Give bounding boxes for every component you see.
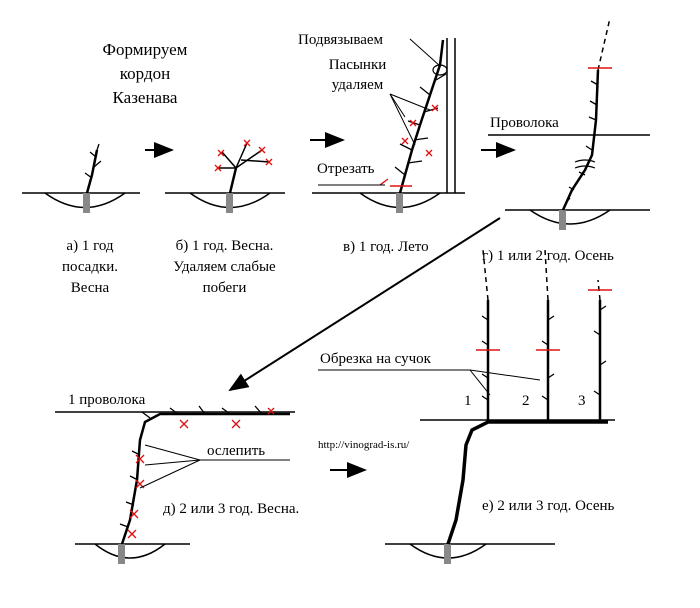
title-line-1: Формируем (102, 40, 188, 59)
label-blind: ослепить (207, 443, 266, 459)
label-spur-prune: Обрезка на сучок (320, 351, 431, 367)
label-cane-2: 2 (522, 393, 530, 409)
stage-v-summer (312, 38, 465, 213)
label-wire: Проволока (490, 115, 559, 131)
label-suckers-line-1: Пасынки (328, 57, 387, 73)
stage-d-spring (55, 405, 295, 564)
caption-b-line-2: Удаляем слабые (173, 259, 276, 275)
stage-b-spring (165, 139, 285, 213)
caption-e: е) 2 или 3 год. Осень (482, 498, 615, 514)
title-line-3: Казенава (112, 88, 178, 107)
label-suckers-line-2: удаляем (331, 77, 384, 93)
label-tie: Подвязываем (298, 32, 384, 48)
stage-e-autumn (318, 249, 615, 564)
stage-a-planting (22, 143, 140, 213)
caption-a-line-3: Весна (70, 280, 110, 296)
caption-a: а) 1 год посадки. Весна (35, 236, 145, 299)
label-cane-3: 3 (578, 393, 586, 409)
caption-d: д) 2 или 3 год. Весна. (163, 501, 300, 517)
caption-b-line-3: побеги (202, 280, 247, 296)
label-wire-1: 1 проволока (68, 392, 146, 408)
title: Формируем кордон Казенава (85, 38, 205, 110)
caption-b-line-1: б) 1 год. Весна. (175, 238, 274, 254)
label-cut: Отрезать (317, 161, 375, 177)
caption-v: в) 1 год. Лето (343, 239, 429, 255)
stage-g-autumn (488, 17, 650, 230)
title-line-2: кордон (119, 64, 171, 83)
caption-g: г) 1 или 2 год. Осень (482, 248, 614, 264)
label-suckers: Пасынки удаляем (310, 55, 405, 95)
source-url: http://vinograd-is.ru/ (318, 439, 410, 451)
caption-a-line-2: посадки. (61, 259, 119, 275)
flow-arrows (145, 132, 516, 478)
caption-a-line-1: а) 1 год (66, 238, 114, 254)
label-cane-1: 1 (464, 393, 472, 409)
caption-b: б) 1 год. Весна. Удаляем слабые побеги (162, 236, 287, 299)
